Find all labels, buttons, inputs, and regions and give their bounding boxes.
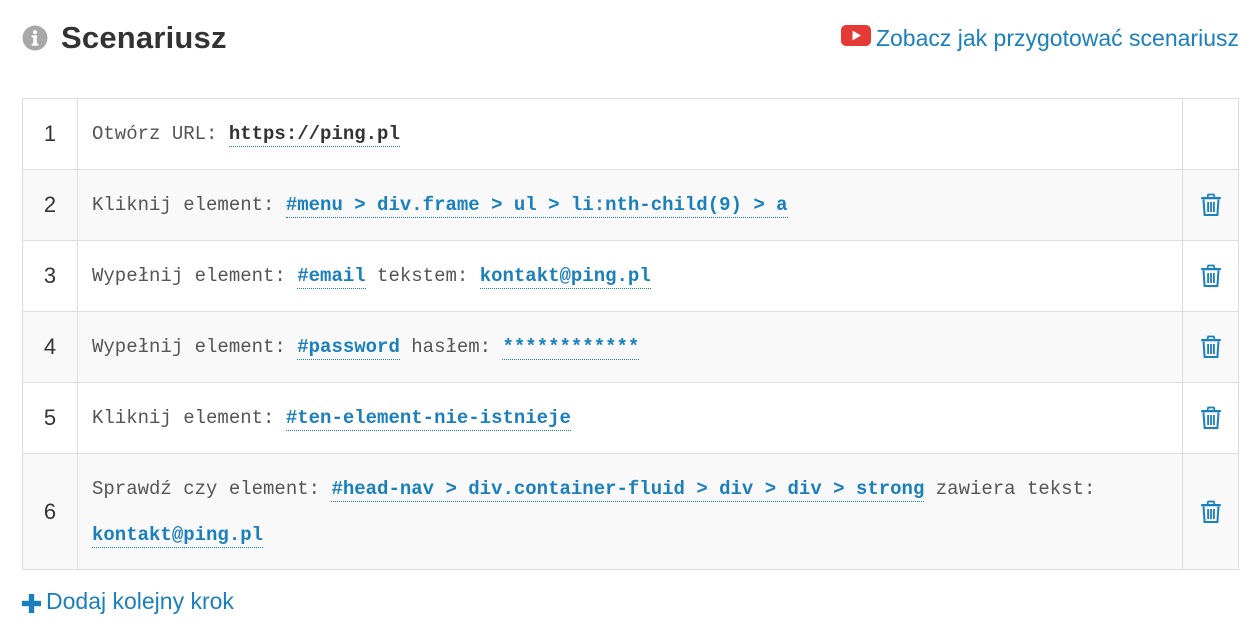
step-actions [1182,311,1239,383]
title-wrap: Scenariusz [22,20,227,56]
step-content: Wypełnij element: #email tekstem: kontak… [77,240,1183,312]
table-row: 1 Otwórz URL: https://ping.pl [22,98,1239,170]
add-step-label: Dodaj kolejny krok [46,588,234,614]
step-value[interactable]: kontakt@ping.pl [92,523,264,548]
step-value[interactable]: ************ [502,336,640,360]
page-title: Scenariusz [61,20,227,55]
step-selector[interactable]: #head-nav > div.container-fluid > div > … [331,477,925,502]
step-selector[interactable]: #password [297,336,400,360]
step-actions [1182,98,1239,170]
step-content: Otwórz URL: https://ping.pl [77,98,1183,170]
trash-icon [1200,406,1221,429]
step-content: Sprawdź czy element: #head-nav > div.con… [77,453,1183,570]
help-link-label: Zobacz jak przygotować scenariusz [875,24,1239,51]
step-text: zawiera tekst: [924,477,1096,500]
step-number: 6 [22,453,78,570]
scenario-header: Scenariusz Zobacz jak przygotować scenar… [22,16,1239,60]
trash-icon [1200,500,1221,523]
table-row: 5 Kliknij element: #ten-element-nie-istn… [22,382,1239,454]
table-row: 2 Kliknij element: #menu > div.frame > u… [22,169,1239,241]
step-number: 2 [22,169,78,241]
delete-step-button[interactable] [1200,264,1222,288]
step-text: Sprawdź czy element: [92,477,332,500]
step-url[interactable]: https://ping.pl [228,123,400,147]
info-circle-icon [22,25,48,51]
step-actions [1182,169,1239,241]
trash-icon [1200,193,1221,216]
step-number: 1 [22,98,78,170]
step-text: tekstem: [365,265,480,287]
table-row: 6 Sprawdź czy element: #head-nav > div.c… [22,453,1239,570]
table-row: 4 Wypełnij element: #password hasłem: **… [22,311,1239,383]
steps-table: 1 Otwórz URL: https://ping.pl 2 Kliknij … [22,98,1239,570]
step-text: Wypełnij element: [92,265,298,287]
table-row: 3 Wypełnij element: #email tekstem: kont… [22,240,1239,312]
step-actions [1182,240,1239,312]
plus-icon [22,592,41,613]
step-actions [1182,453,1239,570]
step-text: Kliknij element: [92,407,286,429]
step-text: hasłem: [399,336,503,358]
delete-step-button[interactable] [1200,406,1222,430]
step-number: 3 [22,240,78,312]
step-text: Otwórz URL: [92,123,229,145]
step-content: Wypełnij element: #password hasłem: ****… [77,311,1183,383]
step-selector[interactable]: #ten-element-nie-istnieje [285,407,571,431]
step-text: Kliknij element: [92,194,286,216]
step-content: Kliknij element: #menu > div.frame > ul … [77,169,1183,241]
step-content: Kliknij element: #ten-element-nie-istnie… [77,382,1183,454]
trash-icon [1200,335,1221,358]
delete-step-button[interactable] [1200,500,1222,524]
trash-icon [1200,264,1221,287]
add-step-button[interactable]: Dodaj kolejny krok [22,588,234,615]
step-number: 5 [22,382,78,454]
step-number: 4 [22,311,78,383]
delete-step-button[interactable] [1200,193,1222,217]
step-selector[interactable]: #menu > div.frame > ul > li:nth-child(9)… [285,194,788,218]
youtube-icon [840,24,871,46]
step-value[interactable]: kontakt@ping.pl [479,265,651,289]
step-actions [1182,382,1239,454]
delete-step-button[interactable] [1200,335,1222,359]
step-selector[interactable]: #email [297,265,366,289]
help-video-link[interactable]: Zobacz jak przygotować scenariusz [840,24,1239,52]
step-text: Wypełnij element: [92,336,298,358]
